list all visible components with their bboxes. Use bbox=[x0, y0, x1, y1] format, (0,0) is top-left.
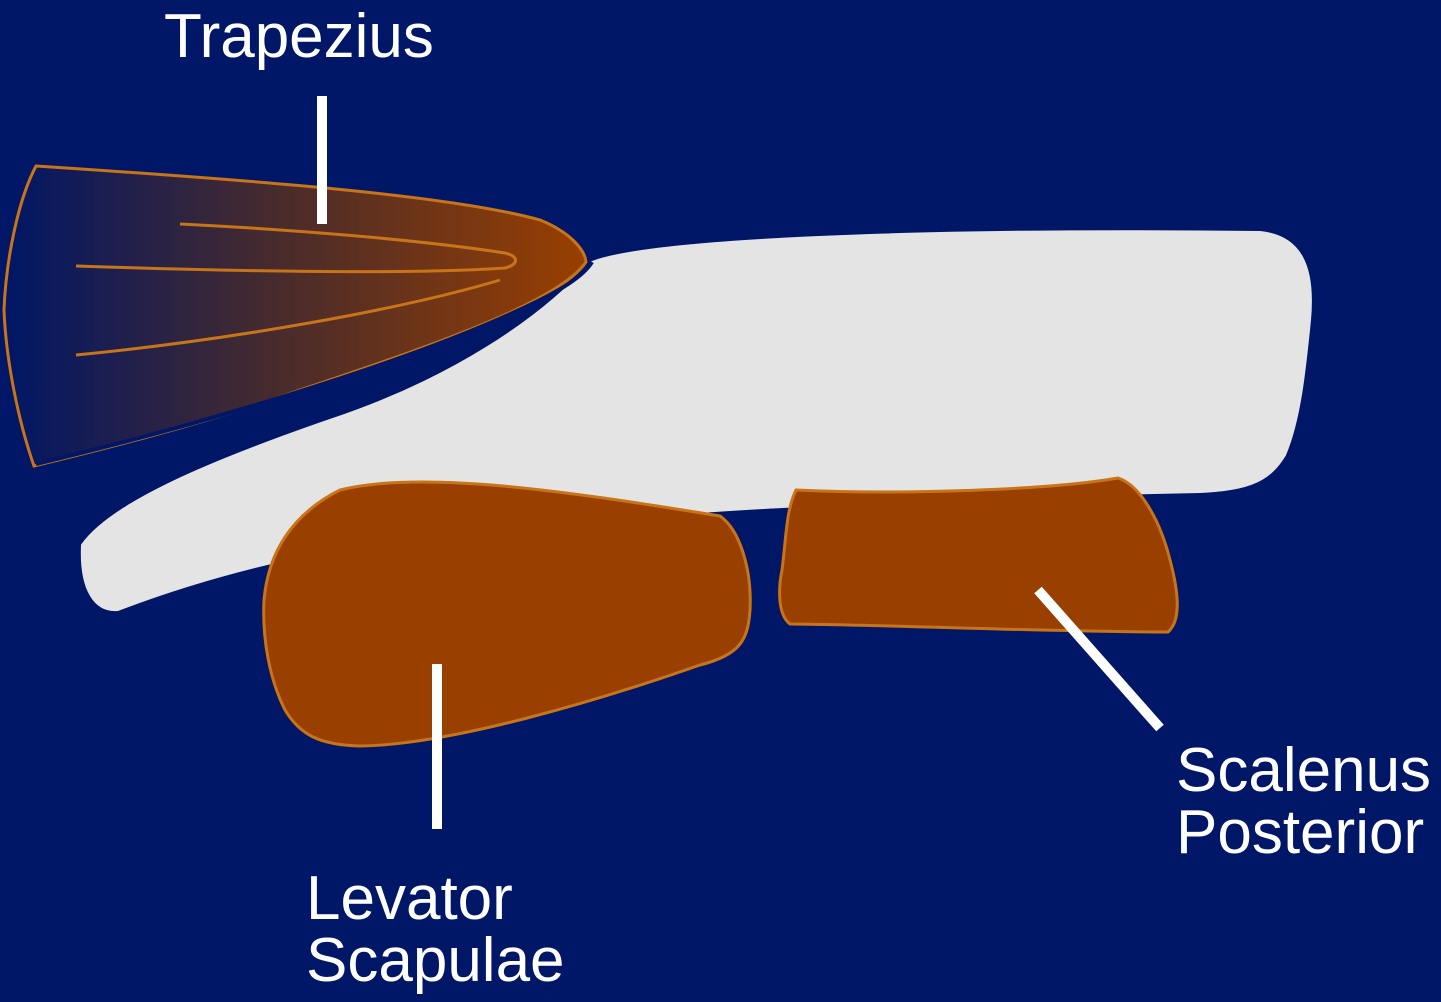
levator-scapulae-muscle bbox=[264, 482, 751, 746]
scalenus-posterior-label: Scalenus Posterior bbox=[1176, 740, 1431, 864]
levator-scapulae-label-line-1: Levator bbox=[306, 868, 565, 930]
levator-scapulae-label-line-2: Scapulae bbox=[306, 930, 565, 992]
scalenus-posterior-muscle bbox=[780, 478, 1178, 632]
scalenus-posterior-label-line-1: Scalenus bbox=[1176, 740, 1431, 802]
trapezius-label: Trapezius bbox=[164, 6, 434, 68]
scalenus-posterior-label-line-2: Posterior bbox=[1176, 802, 1431, 864]
trapezius-label-text: Trapezius bbox=[164, 6, 434, 68]
levator-scapulae-label: Levator Scapulae bbox=[306, 868, 565, 992]
